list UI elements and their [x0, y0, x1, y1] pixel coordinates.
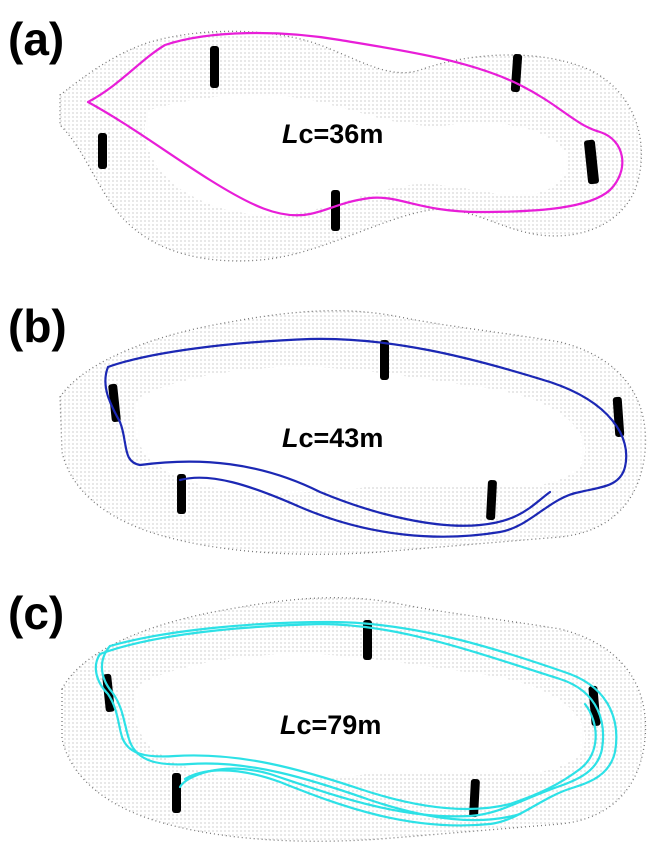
vessel-outline	[59, 310, 647, 555]
stellarator-diagram-c	[61, 597, 647, 842]
coil-4	[177, 474, 186, 514]
coil-1	[363, 620, 372, 660]
lc-value: c=36m	[298, 119, 384, 149]
coil-3	[612, 396, 625, 438]
field-line	[104, 337, 628, 538]
lc-symbol: L	[282, 119, 299, 149]
vessel-mesh	[60, 31, 642, 261]
coil-4	[584, 139, 599, 185]
panel-a: (a) Lc=36m	[0, 0, 653, 287]
connection-length-label: Lc=36m	[282, 121, 383, 148]
stellarator-diagram-b	[59, 310, 647, 555]
panel-c: (c) Lc=79m	[0, 574, 653, 861]
coil-5	[331, 190, 340, 231]
coil-4	[172, 773, 181, 813]
coil-3	[98, 133, 107, 169]
field-line-loop-3	[94, 652, 597, 811]
coil-2	[108, 383, 121, 423]
coil-1	[380, 340, 389, 380]
connection-length-label: Lc=43m	[282, 425, 383, 452]
lc-value: c=79m	[296, 710, 382, 740]
field-line	[86, 31, 624, 217]
coil-1	[210, 46, 219, 88]
lc-symbol: L	[280, 710, 297, 740]
vessel-mesh	[62, 597, 646, 842]
coil-5	[469, 778, 480, 818]
field-line-loop-4	[100, 644, 522, 822]
connection-length-label: Lc=79m	[280, 712, 381, 739]
lc-value: c=43m	[298, 423, 384, 453]
stellarator-diagram-a	[59, 30, 642, 262]
field-line-loop-2	[108, 620, 618, 827]
field-line-loop-1	[98, 622, 605, 818]
panel-label: (c)	[8, 587, 65, 639]
vessel-mesh	[60, 310, 646, 555]
lc-symbol: L	[282, 423, 299, 453]
panel-label: (a)	[8, 13, 65, 65]
vessel-outline	[59, 30, 642, 262]
coil-5	[486, 479, 497, 521]
panel-label: (b)	[8, 300, 67, 352]
panel-b: (b) Lc=43m	[0, 287, 653, 574]
